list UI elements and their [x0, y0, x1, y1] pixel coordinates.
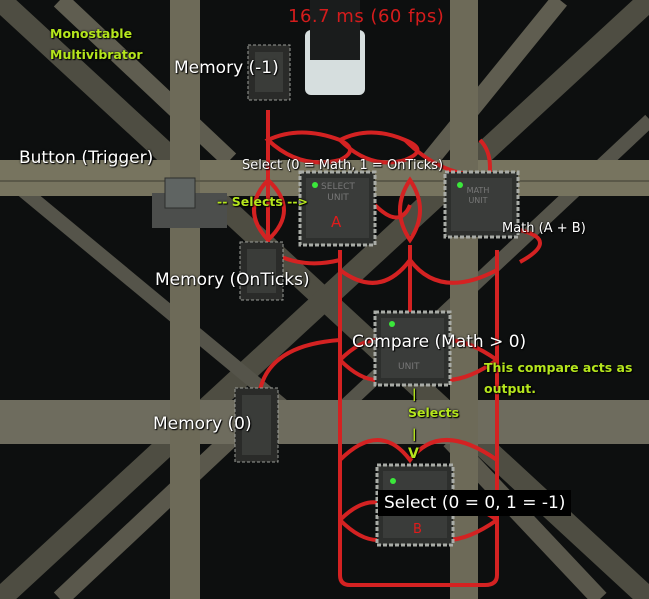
label-math: Math (A + B) [502, 221, 586, 236]
select-unit-chip-text: SELECT UNIT [321, 182, 355, 203]
title-line-2: Multivibrator [50, 47, 143, 62]
compare-unit-chip-text: UNIT [398, 362, 420, 372]
selects-down-arrow: V [408, 446, 419, 462]
marker-a: A [331, 213, 342, 231]
label-selects-down: Selects [408, 405, 460, 420]
status-led [312, 182, 318, 188]
label-select-b: Select (0 = 0, 1 = -1) [378, 490, 572, 516]
select-unit-a-chip[interactable] [298, 170, 377, 247]
label-button-trigger: Button (Trigger) [19, 148, 154, 168]
label-select-a: Select (0 = Math, 1 = OnTicks) [242, 158, 444, 173]
selects-down-bar-bottom: | [412, 426, 417, 441]
label-memory-onticks: Memory (OnTicks) [155, 270, 310, 290]
frame-time-readout: 16.7 ms (60 fps) [288, 6, 445, 27]
compare-note-line-2: output. [484, 381, 537, 396]
math-unit-chip-text: MATH UNIT [466, 186, 490, 205]
memory-neg1-chip[interactable] [247, 44, 291, 101]
math-unit-chip[interactable] [443, 170, 520, 239]
compare-note-line-1: This compare acts as [484, 360, 633, 375]
label-memory-neg1: Memory (-1) [174, 58, 279, 78]
status-led [457, 182, 463, 188]
title-line-1: Monostable [50, 26, 133, 41]
status-led [390, 478, 396, 484]
label-compare: Compare (Math > 0) [352, 332, 527, 352]
selects-down-bar-top: | [412, 386, 417, 401]
tower-shadow [310, 0, 360, 60]
trigger-button-block[interactable] [152, 177, 227, 228]
marker-b: B [413, 522, 422, 537]
compare-unit-chip[interactable] [373, 310, 452, 387]
memory-onticks-chip[interactable] [239, 241, 284, 301]
memory-zero-chip[interactable] [234, 387, 279, 463]
label-selects-arrow: -- Selects --> [217, 194, 308, 209]
label-memory-zero: Memory (0) [153, 414, 252, 434]
status-led [389, 321, 395, 327]
